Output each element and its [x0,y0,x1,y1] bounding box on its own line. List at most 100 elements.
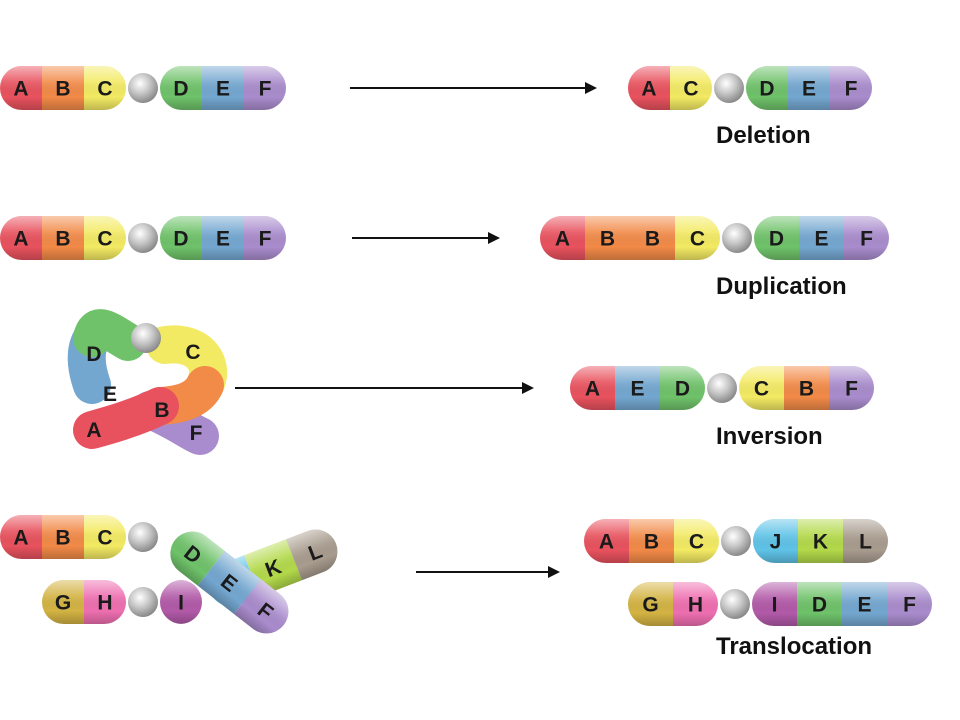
gene-letter-h: H [97,592,112,615]
centromere-bead [128,73,158,103]
gene-segment-a: A [570,366,615,410]
gene-letter-b: B [600,228,615,251]
gene-segment-l: L [843,519,888,563]
gene-letter-e: E [814,228,828,251]
gene-letter-f: F [903,594,916,617]
gene-segment-b: B [784,366,829,410]
gene-segment-g: G [42,580,84,624]
gene-letter-b: B [55,228,70,251]
gene-segment-b: B [630,216,675,260]
gene-letter-d: D [173,78,188,101]
gene-letter-e: E [103,383,117,406]
gene-segment-i: I [160,580,202,624]
gene-segment-c: C [675,216,720,260]
gene-segment-f: F [844,216,889,260]
gene-letter-c: C [97,527,112,550]
gene-segment-a: A [0,66,42,110]
gene-segment-g: G [628,582,673,626]
gene-segment-h: H [673,582,718,626]
gene-letter-b: B [644,531,659,554]
centromere-bead [714,73,744,103]
gene-letter-a: A [585,378,600,401]
chromosome-before-translocation-2: G H I [42,580,202,624]
gene-segment-a: A [0,216,42,260]
gene-letter-a: A [641,78,656,101]
gene-letter-d: D [812,594,827,617]
gene-segment-c: C [670,66,712,110]
gene-letter-c: C [185,341,200,364]
gene-letter-a: A [555,228,570,251]
gene-letter-c: C [689,531,704,554]
gene-letter-g: G [55,592,71,615]
gene-segment-e: E [615,366,660,410]
gene-segment-d: D [754,216,799,260]
gene-letter-d: D [759,78,774,101]
gene-letter-d: D [675,378,690,401]
gene-letter-l: L [859,531,872,554]
gene-segment-c: C [674,519,719,563]
gene-segment-f: F [887,582,932,626]
gene-letter-a: A [13,527,28,550]
gene-segment-d: D [660,366,705,410]
gene-letter-f: F [259,228,272,251]
gene-letter-e: E [216,78,230,101]
gene-segment-c: C [84,515,126,559]
gene-letter-d: D [769,228,784,251]
gene-letter-e: E [630,378,644,401]
gene-letter-f: F [860,228,873,251]
gene-letter-a: A [86,419,101,442]
gene-segment-e: E [197,550,262,614]
gene-letter-g: G [642,594,658,617]
centromere-bead [128,587,158,617]
gene-letter-c: C [97,228,112,251]
gene-letter-d: D [86,343,101,366]
gene-letter-f: F [259,78,272,101]
gene-letter-f: F [190,422,203,445]
gene-letter-f: F [845,378,858,401]
gene-segment-l: L [286,529,338,581]
centromere-bead [722,223,752,253]
gene-segment-d: D [170,531,225,586]
gene-segment-e: E [842,582,887,626]
gene-segment-e: E [799,216,844,260]
gene-segment-d: D [160,66,202,110]
gene-letter-c: C [754,378,769,401]
gene-segment-i: I [752,582,797,626]
label-translocation: Translocation [716,633,872,660]
gene-segment-b: B [42,515,84,559]
gene-segment-a: A [0,515,42,559]
centromere-bead [720,589,750,619]
gene-letter-b: B [799,378,814,401]
gene-segment-a: A [540,216,585,260]
gene-letter-e: E [216,228,230,251]
gene-segment-e: E [202,66,244,110]
gene-letter-a: A [13,228,28,251]
gene-segment-b: B [42,216,84,260]
gene-letter-h: H [688,594,703,617]
chromosome-arm-def: DEF [170,531,289,634]
gene-segment-d: D [746,66,788,110]
gene-segment-b: B [42,66,84,110]
gene-letter-e: E [857,594,871,617]
gene-segment-h: H [84,580,126,624]
gene-letter-e: E [802,78,816,101]
centromere-bead [128,522,158,552]
gene-segment-f: F [829,366,874,410]
gene-segment-b: B [629,519,674,563]
gene-segment-c: C [84,216,126,260]
centromere-bead [721,526,751,556]
gene-segment-f: F [233,579,289,634]
gene-letter-i: I [772,594,778,617]
gene-letter-a: A [13,78,28,101]
